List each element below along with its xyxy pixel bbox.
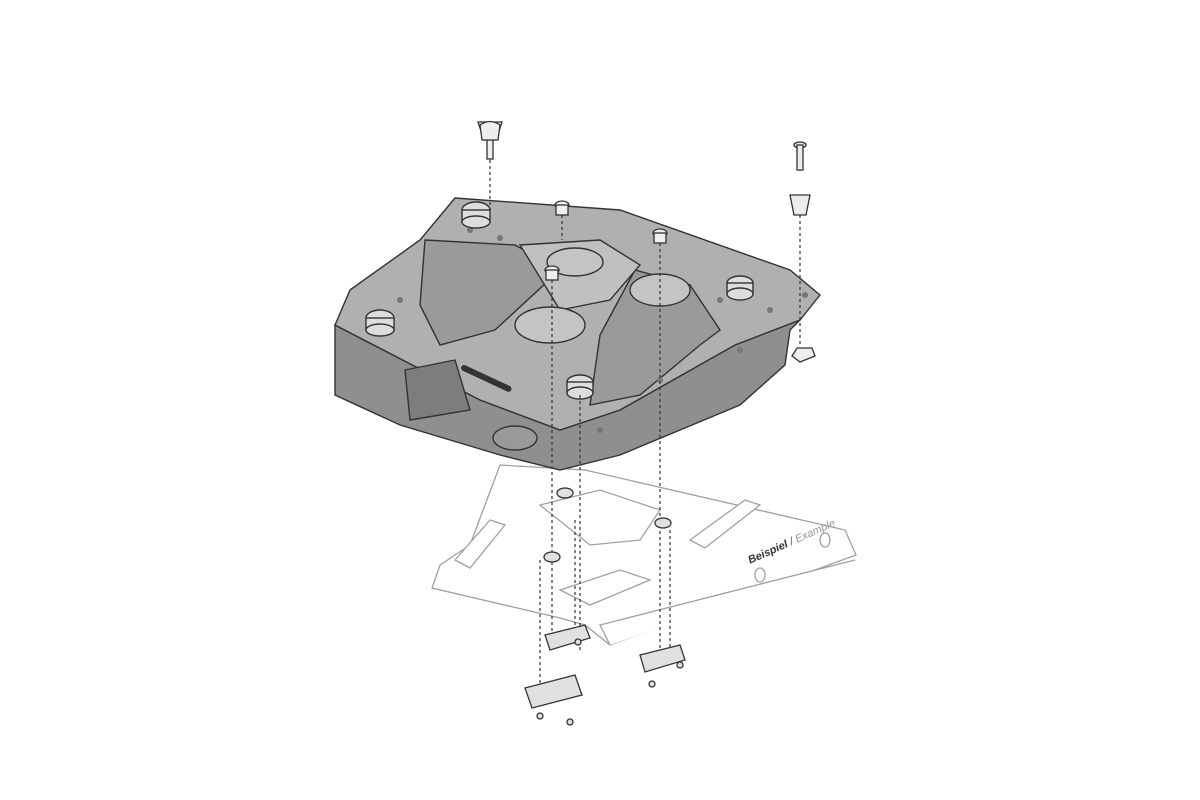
rack-label-separator: / [785,535,798,550]
fasteners-bottom [524,487,686,726]
assembly-lines [489,160,801,690]
top-case-plate [334,197,821,471]
fasteners-top [477,120,816,363]
plate-logo [461,365,512,392]
rubber-buffers [365,201,754,400]
carrier-rack [431,464,857,646]
